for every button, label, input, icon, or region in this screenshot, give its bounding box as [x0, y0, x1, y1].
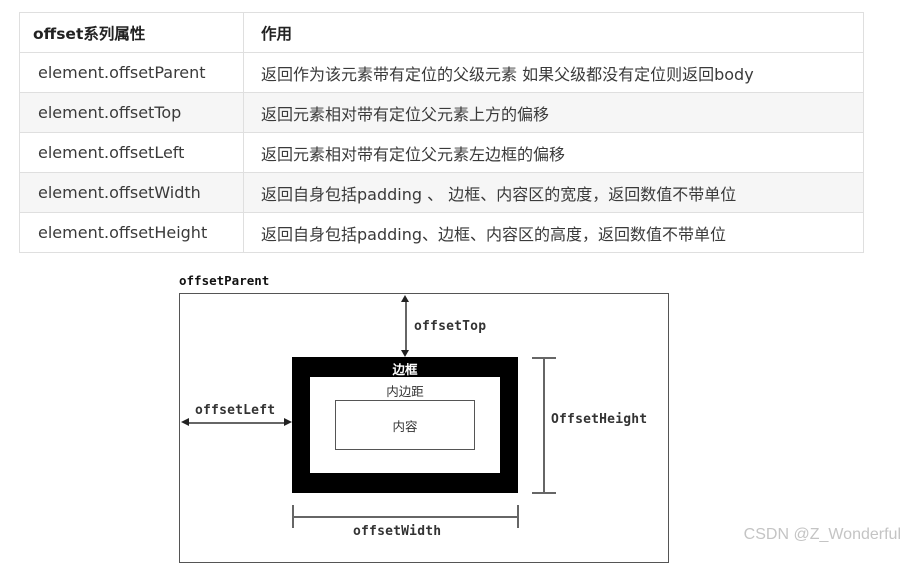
offset-left-line: [186, 422, 286, 424]
offset-width-label: offsetWidth: [353, 524, 442, 539]
table-row: element.offsetLeft 返回元素相对带有定位父元素左边框的偏移: [19, 132, 864, 173]
arrow-up-icon: [401, 295, 409, 302]
offset-top-line: [405, 300, 407, 352]
table-row: element.offsetTop 返回元素相对带有定位父元素上方的偏移: [19, 92, 864, 133]
table-row: element.offsetWidth 返回自身包括padding 、 边框、内…: [19, 172, 864, 213]
table-header-row: offset系列属性 作用: [19, 12, 864, 53]
description-cell: 返回作为该元素带有定位的父级元素 如果父级都没有定位则返回body: [243, 52, 864, 93]
property-cell: element.offsetWidth: [19, 172, 244, 213]
offset-top-label: offsetTop: [414, 319, 487, 334]
description-cell: 返回元素相对带有定位父元素左边框的偏移: [243, 132, 864, 173]
offset-height-bottom-tick: [532, 492, 556, 494]
arrow-right-icon: [284, 418, 292, 426]
property-cell: element.offsetLeft: [19, 132, 244, 173]
table-row: element.offsetHeight 返回自身包括padding、边框、内容…: [19, 212, 864, 253]
arrow-left-icon: [181, 418, 189, 426]
table-row: element.offsetParent 返回作为该元素带有定位的父级元素 如果…: [19, 52, 864, 93]
content-area: [335, 400, 475, 450]
offset-width-line: [292, 516, 518, 518]
offset-height-label: OffsetHeight: [551, 412, 648, 427]
content-label: 内容: [392, 419, 418, 434]
arrow-down-icon: [401, 350, 409, 357]
border-label: 边框: [392, 362, 418, 377]
description-cell: 返回元素相对带有定位父元素上方的偏移: [243, 92, 864, 133]
description-cell: 返回自身包括padding 、 边框、内容区的宽度，返回数值不带单位: [243, 172, 864, 213]
property-cell: element.offsetParent: [19, 52, 244, 93]
header-property: offset系列属性: [19, 12, 244, 53]
description-cell: 返回自身包括padding、边框、内容区的高度，返回数值不带单位: [243, 212, 864, 253]
header-purpose: 作用: [243, 12, 864, 53]
offset-properties-table: offset系列属性 作用 element.offsetParent 返回作为该…: [19, 12, 864, 253]
offset-height-line: [543, 357, 545, 493]
offset-width-right-tick: [517, 505, 519, 528]
offset-parent-label: offsetParent: [179, 273, 270, 288]
watermark: CSDN @Z_Wonderful: [743, 526, 901, 543]
offset-left-label: offsetLeft: [195, 403, 276, 418]
property-cell: element.offsetHeight: [19, 212, 244, 253]
padding-label: 内边距: [386, 384, 424, 399]
property-cell: element.offsetTop: [19, 92, 244, 133]
